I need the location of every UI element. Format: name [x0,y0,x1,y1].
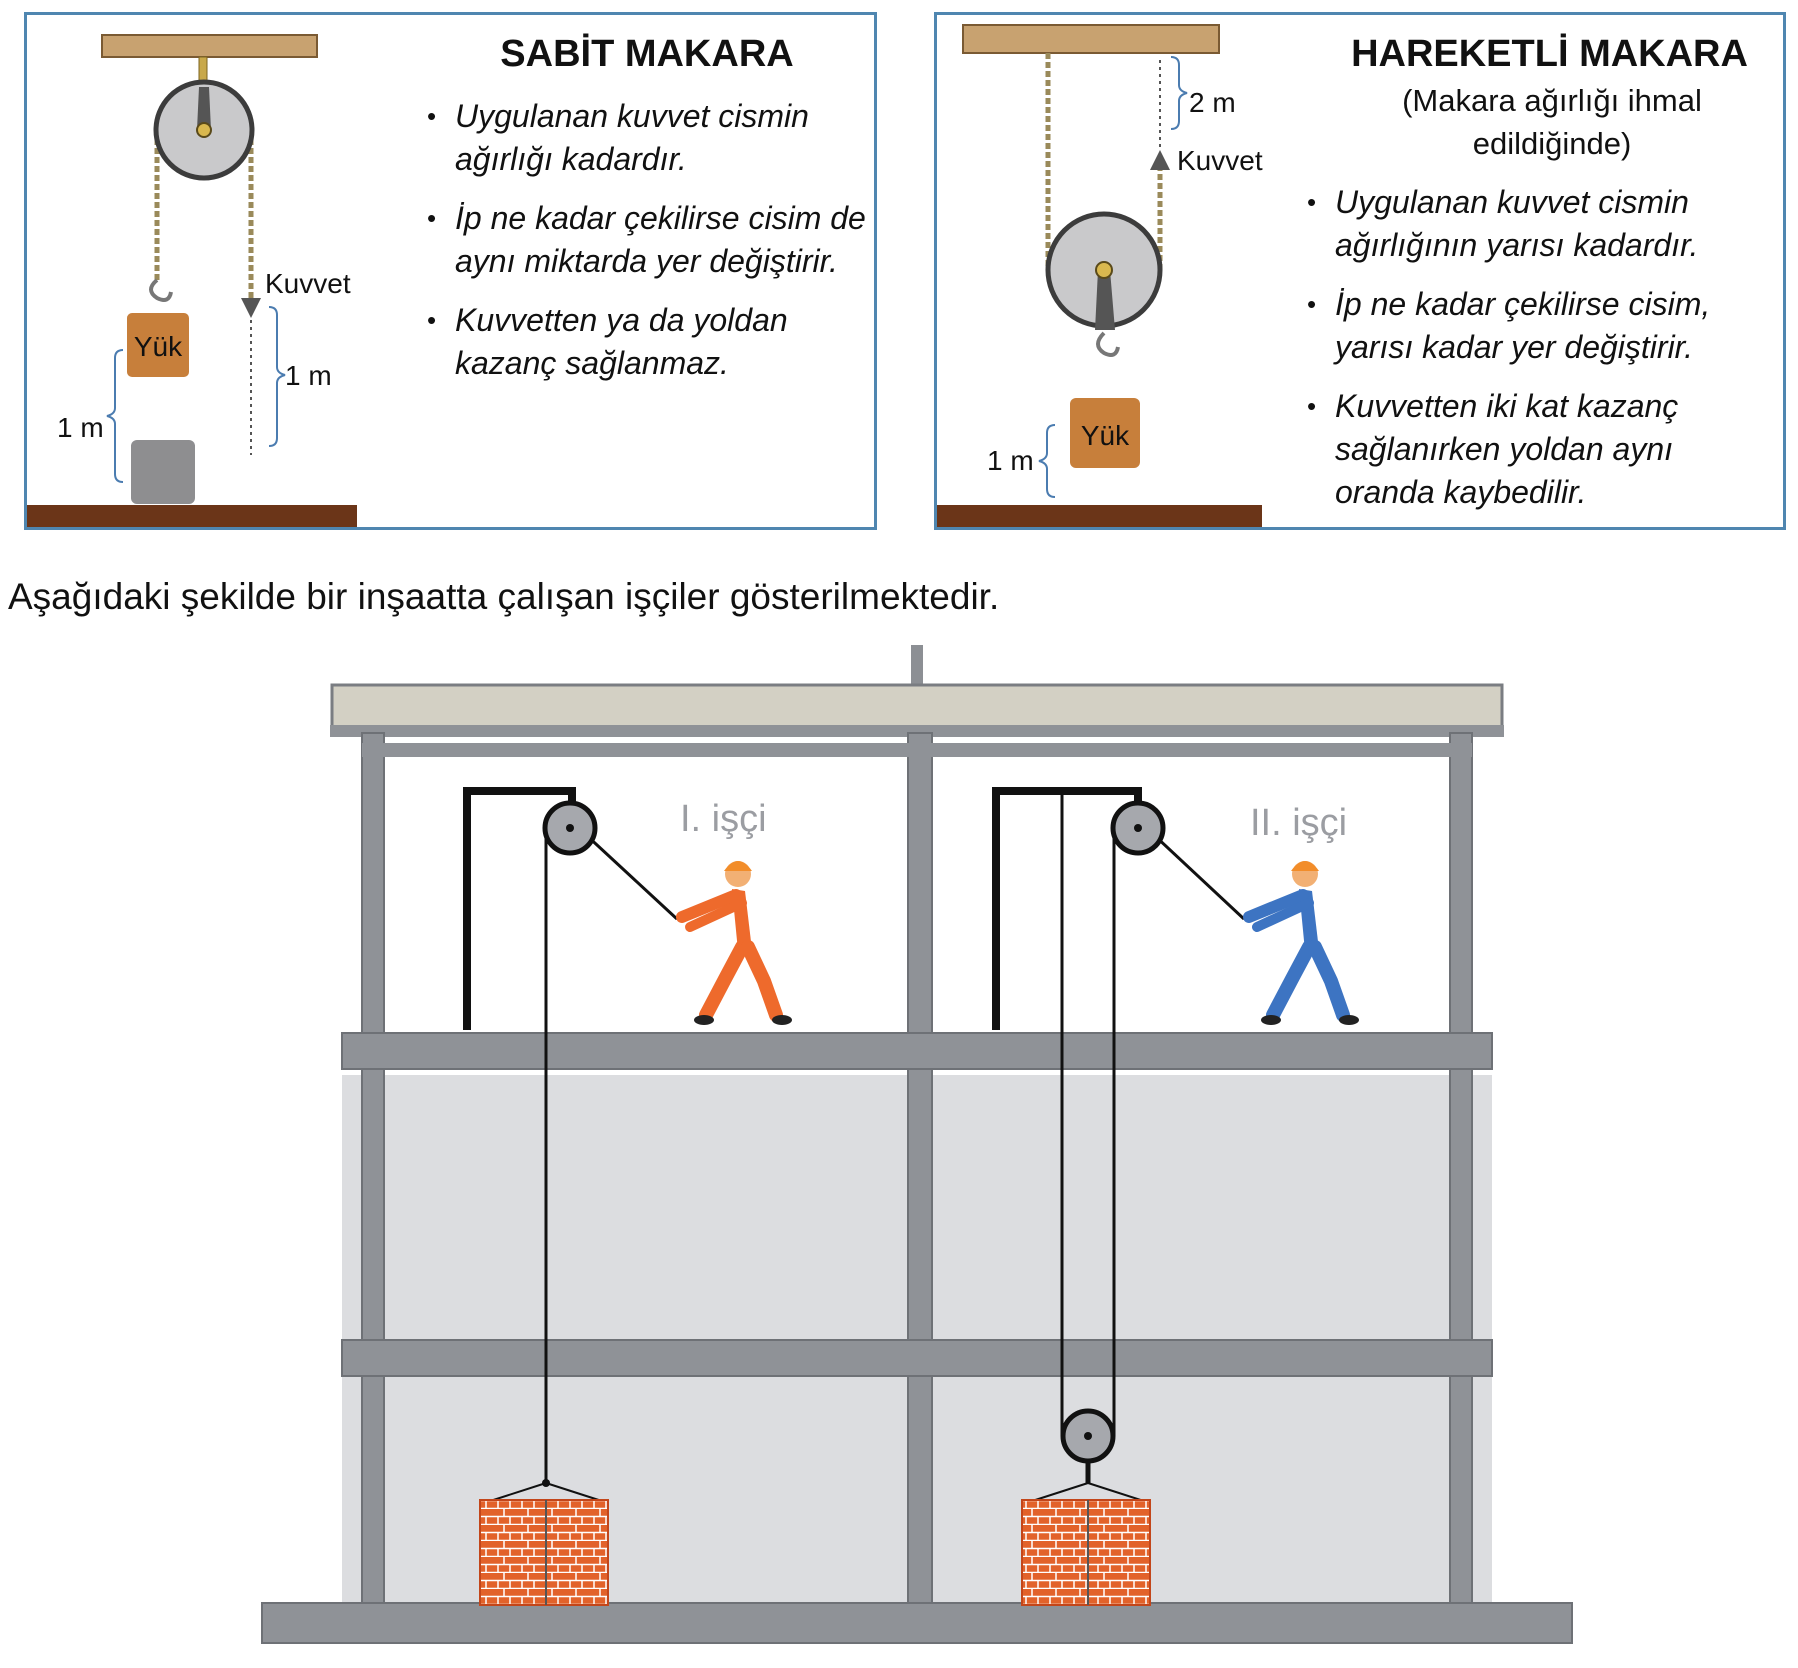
floor [937,505,1262,527]
worker-1-label: I. işçi [680,798,767,840]
bullet-item: Kuvvetten ya da yoldan kazanç sağlanmaz. [427,299,867,385]
load-distance-label: 1 m [57,412,104,443]
brick-pallet [479,1499,609,1606]
worker-shoe [694,1015,714,1025]
force-arrow-icon [1150,150,1170,170]
fixed-pulley-diagram: Yük Kuvvet 1 m 1 m [27,34,357,527]
panel-title: SABİT MAKARA [500,33,794,75]
pulley-axle [1134,824,1142,832]
frame-column [1449,732,1473,1604]
brick-pallet [1021,1499,1151,1606]
pulley-axle [566,824,574,832]
worker-arm [685,898,747,932]
worker-1-figure [676,861,792,1025]
load-label: Yük [1081,420,1130,451]
antenna-pole [911,645,923,690]
movable-pulley-diagram: Kuvvet 2 m Yük 1 m [937,24,1263,527]
worker-leg [699,940,749,1022]
load-box [1070,398,1140,468]
intro-text: Aşağıdaki şekilde bir inşaatta çalışan i… [8,576,1000,617]
movable-pulley-panel: Kuvvet 2 m Yük 1 m HAREKETLİ MAKARA (Mak… [934,12,1786,530]
fixed-pulley-panel: Yük Kuvvet 1 m 1 m SABİT MAKARA Uygulana… [24,12,877,530]
frame-column [907,732,933,1604]
load-box [127,313,189,377]
worker-2-label: II. işçi [1250,802,1347,844]
bullet-list: Uygulanan kuvvet cismin ağırlığı kadardı… [427,95,867,401]
bullet-item: Uygulanan kuvvet cismin ağırlığının yarı… [1307,181,1777,267]
bullet-item: İp ne kadar çekilirse cisim de aynı mikt… [427,197,867,283]
roof-edge [330,725,1504,737]
bullet-list: Uygulanan kuvvet cismin ağırlığının yarı… [1307,181,1777,527]
initial-load-position [131,440,195,504]
rope-distance-label: 1 m [285,360,332,391]
pulley-arm [1095,270,1115,330]
bullet-item: Uygulanan kuvvet cismin ağırlığı kadardı… [427,95,867,181]
pulley-axle [196,122,212,138]
pulley-axle [1084,1432,1092,1440]
floor [27,505,357,527]
frame-floor [341,1032,1493,1070]
worker-leg [1266,940,1316,1022]
frame-floor [341,1339,1493,1377]
hook-icon [1096,331,1120,357]
load-distance-brace [106,349,124,483]
ground-slab [261,1602,1573,1644]
pulley-arm [197,87,211,130]
worker-2-figure [1243,861,1359,1025]
load-label: Yük [134,331,183,362]
force-label: Kuvvet [1177,145,1263,176]
rope-distance-brace [1170,56,1188,130]
hard-hat-icon [1291,861,1319,871]
worker-arm [676,889,742,923]
force-arrow-icon [241,298,261,318]
sling-knot [542,1479,550,1487]
bullet-item: İp ne kadar çekilirse cisim, yarısı kada… [1307,283,1777,369]
bullet-item: Kuvvetten iki kat kazanç sağlanırken yol… [1307,385,1777,514]
frame-column [361,732,385,1604]
rope-distance-brace [268,306,286,447]
frame-beam [362,743,1472,757]
worker-arm [1252,898,1314,932]
load-distance-label: 1 m [987,445,1034,476]
ceiling-beam [101,34,318,58]
worker-shoe [1261,1015,1281,1025]
force-label: Kuvvet [265,268,351,299]
construction-scene: I. işçi II. işçi [261,645,1573,1644]
ceiling-beam [962,24,1220,54]
worker-leg [741,940,783,1022]
roof-slab [330,683,1504,732]
worker-shoe [772,1015,792,1025]
load-distance-brace [1038,424,1056,498]
panel-title: HAREKETLİ MAKARA [1351,33,1748,75]
hook-icon [149,278,173,302]
rope-distance-label: 2 m [1189,87,1236,118]
hard-hat-icon [724,861,752,871]
panel-subtitle: (Makara ağırlığı ihmal edildiğinde) [1402,83,1702,161]
worker-arm [1243,889,1309,923]
pulley-axle [1095,261,1113,279]
worker-leg [1308,940,1350,1022]
worker-shoe [1339,1015,1359,1025]
